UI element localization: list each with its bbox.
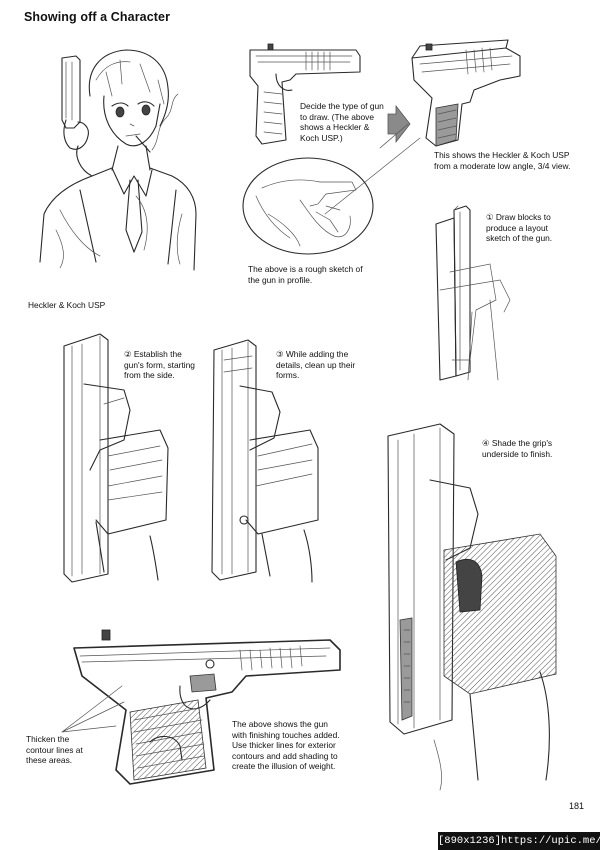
arrow-shape <box>387 104 411 144</box>
profile-gun-sketch <box>249 43 361 145</box>
caption-line: with finishing touches added. <box>232 729 340 740</box>
rough-profile-circle <box>242 157 374 255</box>
caption-line: create the illusion of weight. <box>232 761 336 772</box>
caption-line: contour lines at <box>26 744 83 755</box>
caption-line: ③ While adding the <box>276 349 349 359</box>
caption-line: The above is a rough sketch of <box>248 264 363 274</box>
caption-line: Koch USP.) <box>300 132 343 143</box>
step2-sketch <box>63 333 169 583</box>
caption-heckler-koch: Heckler & Koch USP <box>28 300 106 310</box>
caption-line: This shows the Heckler & Koch USP <box>434 150 570 160</box>
caption-line: produce a layout <box>486 222 548 233</box>
caption-rough-sketch: The above is a rough sketch of the gun i… <box>248 264 363 285</box>
caption-decide-gun-type: Decide the type of gun to draw. (The abo… <box>300 101 384 143</box>
caption-step4: ④ Shade the grip's underside to finish. <box>482 438 552 459</box>
page-title: Showing off a Character <box>24 10 171 24</box>
caption-three-quarter-view: This shows the Heckler & Koch USP from a… <box>434 150 570 171</box>
caption-line: the gun in profile. <box>248 274 313 285</box>
three-quarter-gun-sketch <box>411 39 521 147</box>
step3-sketch <box>211 339 319 583</box>
caption-step1: ① Draw blocks to produce a layout sketch… <box>486 212 552 244</box>
caption-finishing-touches: The above shows the gun with finishing t… <box>232 719 340 772</box>
caption-line: gun's form, starting <box>124 359 195 370</box>
step1-block-sketch <box>435 205 511 381</box>
caption-step2: ② Establish the gun's form, starting fro… <box>124 349 195 381</box>
caption-line: Decide the type of gun <box>300 101 384 111</box>
caption-line: underside to finish. <box>482 448 553 459</box>
step4-shaded-sketch <box>387 423 557 791</box>
character-sketch <box>39 49 197 271</box>
caption-line: ① Draw blocks to <box>486 212 551 222</box>
caption-line: sketch of the gun. <box>486 233 553 244</box>
caption-thicken-contours: Thicken the contour lines at these areas… <box>26 734 83 766</box>
caption-line: ② Establish the <box>124 349 182 359</box>
caption-line: forms. <box>276 370 300 381</box>
watermark-banner: [890x1236]https://upic.me/ <box>438 832 600 850</box>
caption-line: these areas. <box>26 755 73 766</box>
caption-line: Thicken the <box>26 734 70 744</box>
caption-line: ④ Shade the grip's <box>482 438 553 448</box>
caption-line: shows a Heckler & <box>300 122 370 133</box>
caption-line: Use thicker lines for exterior <box>232 740 336 751</box>
page-number: 181 <box>569 801 585 811</box>
finished-profile-gun <box>73 629 341 785</box>
caption-line: from a moderate low angle, 3/4 view. <box>434 160 571 171</box>
caption-line: details, clean up their <box>276 359 356 370</box>
caption-line: from the side. <box>124 370 175 381</box>
caption-line: to draw. (The above <box>300 111 375 122</box>
caption-line: contours and add shading to <box>232 750 338 761</box>
caption-line: The above shows the gun <box>232 719 328 729</box>
caption-step3: ③ While adding the details, clean up the… <box>276 349 355 381</box>
